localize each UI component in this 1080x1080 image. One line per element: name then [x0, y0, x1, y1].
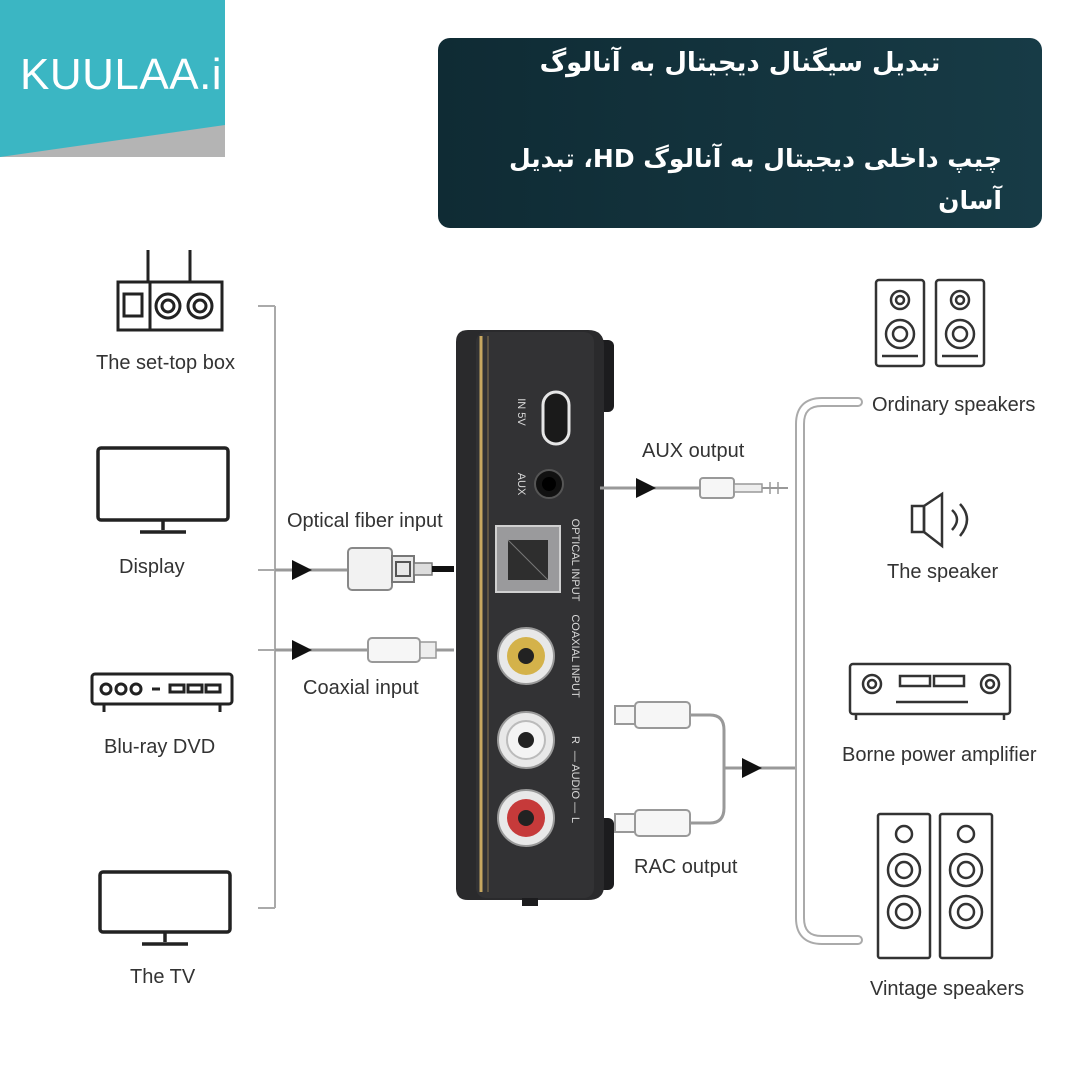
dac-converter-device: IN 5V AUX OPTICAL INPUT COAXIAL INPUT R … — [456, 330, 614, 906]
speaker-icon — [910, 491, 969, 549]
monitor-icon — [96, 446, 230, 534]
label-optical-port: OPTICAL INPUT — [569, 519, 581, 602]
label-r-port: R — [569, 736, 581, 744]
target-label-vintage: Vintage speakers — [870, 978, 1025, 1000]
source-label-tv: The TV — [130, 966, 196, 988]
banner-line-1: چیپ داخلی دیجیتال به آنالوگ HD، تبدیل آس… — [508, 144, 1002, 215]
aux-cable — [600, 477, 788, 499]
label-l-port: L — [569, 817, 581, 823]
rca-cable — [614, 701, 800, 837]
coaxial-cable — [275, 637, 454, 663]
target-label-speaker: The speaker — [887, 561, 999, 583]
output-label-rac: RAC output — [634, 856, 738, 878]
title-banner: تبدیل سیگنال دیجیتال به آنالوگ چیپ داخلی… — [438, 38, 1042, 299]
source-label-set-top-box: The set-top box — [96, 352, 235, 374]
optical-cable — [275, 547, 454, 591]
tv-icon — [98, 870, 232, 946]
source-label-display: Display — [119, 556, 185, 578]
tower-speakers-icon — [876, 812, 994, 960]
banner-body: چیپ داخلی دیجیتال به آنالوگ HD، تبدیل آس… — [462, 138, 1002, 306]
banner-title: تبدیل سیگنال دیجیتال به آنالوگ — [539, 48, 941, 78]
dvd-player-icon — [90, 672, 234, 712]
input-bracket — [258, 305, 276, 909]
label-coaxial-port: COAXIAL INPUT — [569, 614, 581, 698]
input-label-coaxial: Coaxial input — [303, 677, 419, 699]
label-in5v: IN 5V — [515, 398, 527, 426]
label-audio: — AUDIO — — [569, 751, 581, 813]
output-bracket — [795, 397, 863, 945]
output-label-aux: AUX output — [642, 440, 745, 462]
bookshelf-speakers-icon — [874, 278, 986, 368]
target-label-amplifier: Borne power amplifier — [842, 744, 1037, 766]
brand-stripe-decoration — [0, 125, 225, 157]
label-aux-port: AUX — [515, 473, 527, 496]
banner-line-2: ورودی کواکسیال به فیبر را امکان‌پذیر می‌… — [539, 228, 1002, 299]
source-label-bluray: Blu-ray DVD — [104, 736, 216, 758]
target-label-ordinary: Ordinary speakers — [872, 394, 1036, 416]
set-top-box-icon — [116, 250, 224, 332]
input-label-optical: Optical fiber input — [287, 510, 443, 532]
brand-logo-text: KUULAA.ir — [20, 50, 225, 99]
brand-box: KUULAA.ir — [0, 0, 225, 157]
amplifier-icon — [848, 662, 1012, 720]
